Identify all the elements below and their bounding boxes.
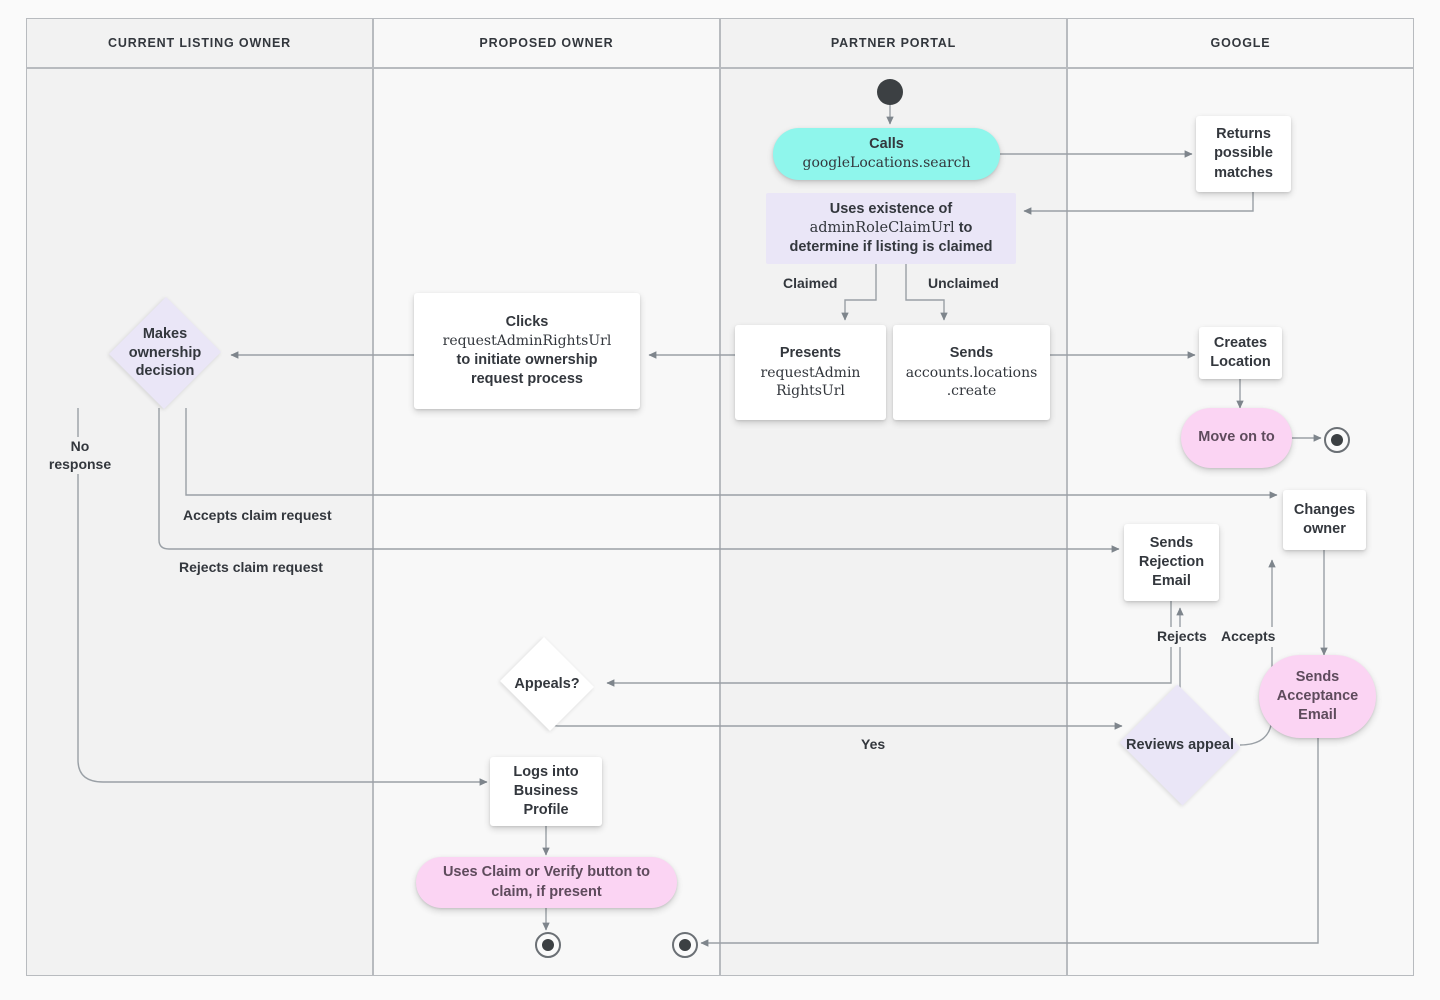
node-title: Clicks <box>505 313 549 330</box>
node-code: adminRoleClaimUrl <box>809 219 955 236</box>
node-move-on-to[interactable]: Move on to <box>1181 408 1292 468</box>
start-terminal <box>877 79 903 105</box>
node-appeals-decision[interactable]: Appeals? <box>497 637 597 731</box>
lane-header-google: GOOGLE <box>1067 18 1414 68</box>
edge-label-accepts-claim-request: Accepts claim request <box>180 506 335 526</box>
node-line-1: Uses existence of <box>829 200 953 217</box>
node-label: Returns possible matches <box>1214 126 1273 181</box>
lane-header-current-listing-owner: CURRENT LISTING OWNER <box>26 18 373 68</box>
node-line-2-tail: to <box>954 219 973 236</box>
node-sends-acceptance-email[interactable]: Sends Acceptance Email <box>1259 655 1376 738</box>
node-line-2: adminRoleClaimUrl to <box>789 219 992 238</box>
node-creates-location[interactable]: Creates Location <box>1199 327 1282 379</box>
lane-header-proposed-owner: PROPOSED OWNER <box>373 18 720 68</box>
node-code-line-2: .create <box>946 383 997 400</box>
node-line-3: determine if listing is claimed <box>789 239 993 256</box>
lane-header-label: CURRENT LISTING OWNER <box>107 36 292 50</box>
edge-label-rejects: Rejects <box>1154 627 1210 647</box>
node-label: Sends Acceptance Email <box>1276 668 1359 724</box>
node-line-3: to initiate ownership <box>456 351 598 368</box>
node-label: Changes owner <box>1293 501 1356 537</box>
node-presents-request-admin-rights-url[interactable]: Presents requestAdmin RightsUrl <box>735 325 886 420</box>
node-title: Calls <box>869 136 904 153</box>
node-label: Makes ownership decision <box>128 325 202 380</box>
node-code: requestAdminRightsUrl <box>442 333 612 350</box>
edge-label-accepts: Accepts <box>1218 627 1279 647</box>
node-line-4: request process <box>470 370 583 387</box>
node-label: Appeals? <box>514 675 580 692</box>
edge-label-yes: Yes <box>858 735 889 755</box>
node-sends-rejection-email[interactable]: Sends Rejection Email <box>1124 524 1219 601</box>
lane-header-label: GOOGLE <box>1210 36 1271 50</box>
lane-header-label: PROPOSED OWNER <box>479 36 614 50</box>
edge-label-rejects-claim-request: Rejects claim request <box>176 558 326 578</box>
node-uses-claim-or-verify-button[interactable]: Uses Claim or Verify button to claim, if… <box>416 857 677 908</box>
node-returns-possible-matches[interactable]: Returns possible matches <box>1196 116 1291 192</box>
node-line-2: claim, if present <box>491 883 602 900</box>
node-code-line-2: RightsUrl <box>776 383 845 400</box>
node-calls-google-locations-search[interactable]: Calls googleLocations.search <box>773 128 1000 180</box>
node-clicks-request-admin-rights-url[interactable]: Clicks requestAdminRightsUrl to initiate… <box>414 293 640 409</box>
node-sends-accounts-locations-create[interactable]: Sends accounts.locations .create <box>893 325 1050 420</box>
node-changes-owner[interactable]: Changes owner <box>1283 490 1366 550</box>
edge-label-no-response-line-2: response <box>48 455 112 472</box>
edge-label-no-response-line-1: No <box>70 438 90 454</box>
node-line-1: Uses Claim or Verify button to <box>442 864 651 881</box>
node-label: Reviews appeal <box>1126 736 1234 753</box>
node-label: Creates Location <box>1210 334 1271 370</box>
edge-label-no-response: No response <box>42 437 118 474</box>
edge-label-claimed: Claimed <box>780 274 841 294</box>
lane-body-proposed-owner <box>373 68 720 976</box>
node-code-line-1: accounts.locations <box>905 364 1038 381</box>
end-terminal-partner-portal <box>672 932 698 958</box>
node-logs-into-business-profile[interactable]: Logs into Business Profile <box>490 757 602 826</box>
end-terminal-proposed-owner <box>535 932 561 958</box>
lane-header-label: PARTNER PORTAL <box>830 36 957 50</box>
edge-label-unclaimed: Unclaimed <box>925 274 1002 294</box>
node-code: googleLocations.search <box>802 155 971 172</box>
node-label: Move on to <box>1198 429 1275 446</box>
node-label: Sends Rejection Email <box>1138 534 1205 590</box>
node-code-line-1: requestAdmin <box>760 364 861 381</box>
lane-header-partner-portal: PARTNER PORTAL <box>720 18 1067 68</box>
node-reviews-appeal[interactable]: Reviews appeal <box>1117 684 1243 806</box>
node-label: Logs into Business Profile <box>513 763 579 819</box>
node-title: Sends <box>949 345 994 362</box>
node-uses-existence-of-admin-role-claim-url[interactable]: Uses existence of adminRoleClaimUrl to d… <box>766 193 1016 264</box>
node-makes-ownership-decision[interactable]: Makes ownership decision <box>109 296 221 410</box>
end-terminal-google <box>1324 427 1350 453</box>
node-title: Presents <box>779 345 842 362</box>
